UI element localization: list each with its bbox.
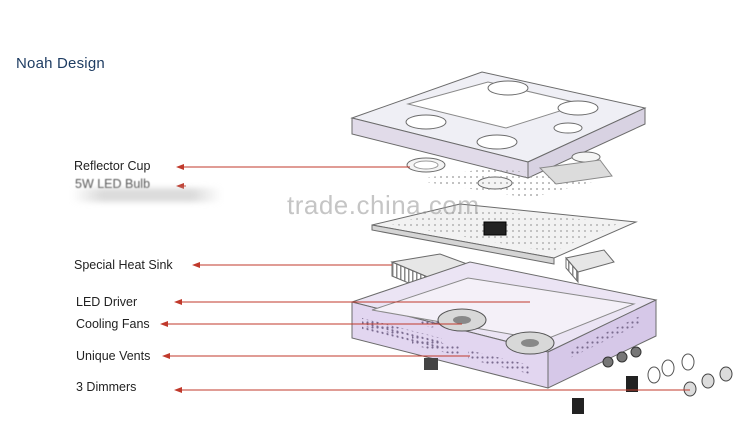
arrowhead-led-bulb: [176, 183, 184, 189]
label-dimmers: 3 Dimmers: [76, 380, 137, 394]
label-cooling-fans: Cooling Fans: [76, 317, 150, 331]
arrowhead-led-driver: [174, 299, 182, 305]
arrowhead-dimmers: [174, 387, 182, 393]
label-reflector-cup: Reflector Cup: [74, 159, 151, 173]
housing: [350, 261, 658, 389]
cooling-fans: [437, 308, 555, 355]
label-led-driver: LED Driver: [76, 295, 138, 309]
watermark: trade.china.com: [287, 190, 480, 220]
led-bulbs: [412, 159, 613, 198]
blurred-region: [72, 188, 222, 202]
label-unique-vents: Unique Vents: [76, 349, 151, 363]
arrowhead-cooling-fans: [160, 321, 168, 327]
circuit-board: [371, 203, 638, 265]
callout-arrows: [160, 164, 690, 393]
arrowhead-heat-sink: [192, 262, 200, 268]
arrowhead-unique-vents: [162, 353, 170, 359]
diagram-title: Noah Design: [16, 55, 105, 72]
top-frame: [350, 71, 647, 179]
label-heat-sink: Special Heat Sink: [74, 258, 173, 272]
label-led-bulb: 5W LED Bulb: [75, 177, 151, 191]
dimmer-parts: [424, 346, 733, 414]
arrowhead-reflector-cup: [176, 164, 184, 170]
